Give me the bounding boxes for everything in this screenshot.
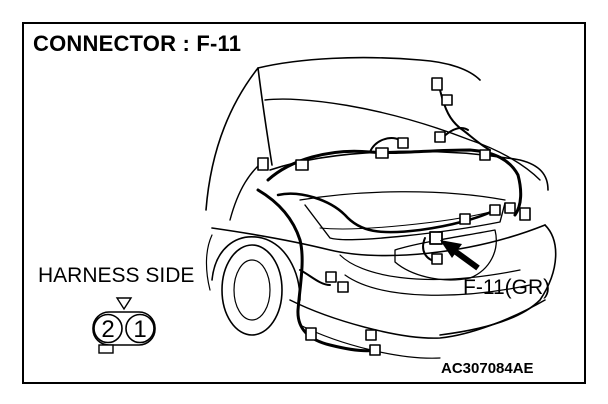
connector-title: CONNECTOR : F-11: [33, 31, 242, 56]
pointer-arrow: [440, 240, 480, 271]
harness-side-connector-symbol: 2 1: [92, 297, 156, 354]
figure-code: AC307084AE: [441, 360, 534, 377]
pin-1-label: 1: [133, 316, 146, 343]
connector-callout-label: F-11(GR): [463, 276, 551, 299]
pin-2-label: 2: [101, 316, 114, 343]
harness-side-label: HARNESS SIDE: [38, 264, 195, 287]
